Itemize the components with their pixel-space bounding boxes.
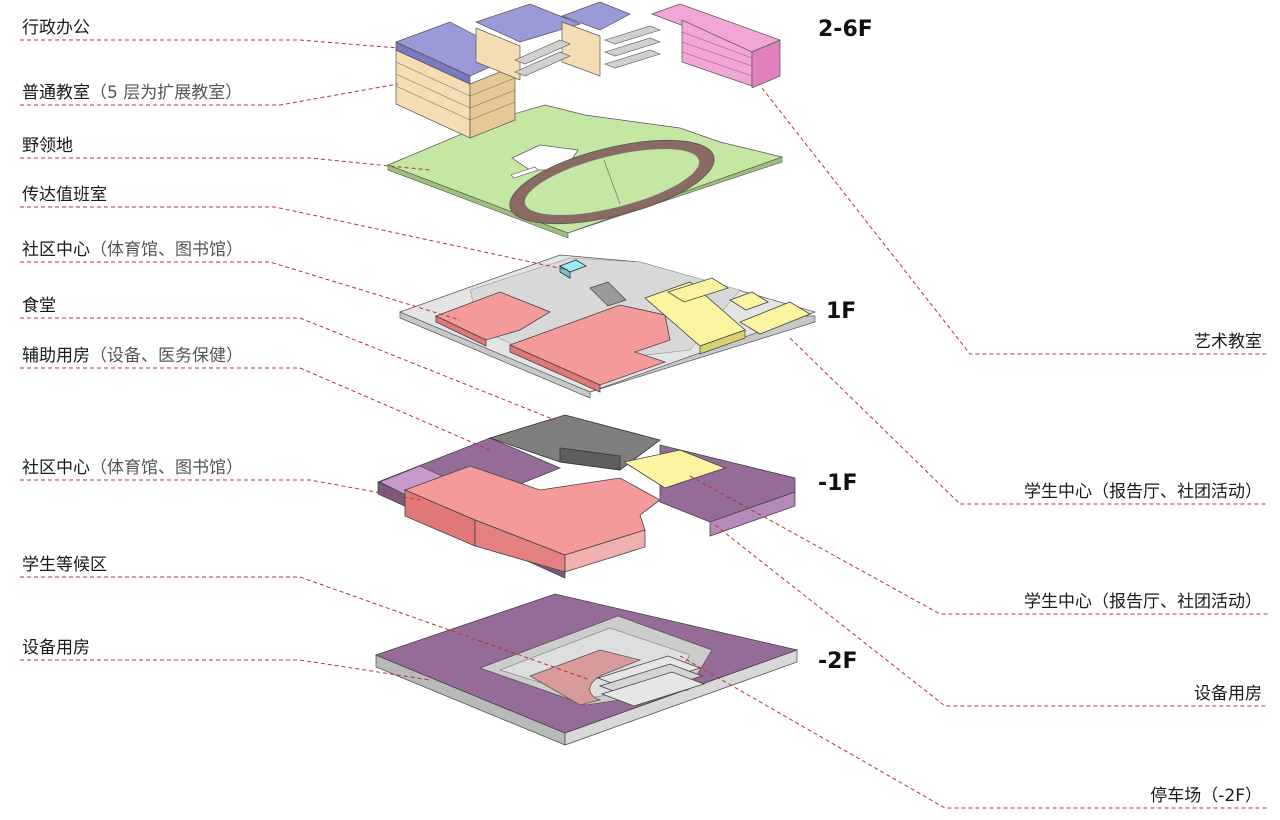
upper-floors-layer bbox=[395, 1, 781, 139]
admin-roof-center bbox=[475, 3, 582, 43]
classroom-center-front bbox=[475, 27, 521, 81]
label-community-b1-main: 社区中心 bbox=[22, 458, 90, 478]
leader-community-1f bbox=[20, 261, 461, 321]
label-community-b1: 社区中心（体育馆、图书馆） bbox=[22, 458, 243, 478]
field-layer bbox=[387, 104, 784, 239]
label-aux: 辅助用房（设备、医务保健） bbox=[22, 346, 243, 366]
floor-label-2-6f: 2-6F bbox=[818, 17, 873, 42]
leader-student-b1 bbox=[689, 475, 1268, 615]
label-art: 艺术教室 bbox=[1194, 332, 1262, 352]
b1-community-side-c bbox=[564, 529, 646, 573]
floor-label-b2: -2F bbox=[818, 649, 858, 674]
floor-label-b1: -1F bbox=[818, 471, 858, 496]
leader-community-b1 bbox=[20, 479, 421, 501]
label-canteen: 食堂 bbox=[22, 296, 56, 316]
label-canteen-main: 食堂 bbox=[22, 296, 56, 316]
leader-waiting bbox=[20, 576, 591, 681]
leader-art bbox=[761, 87, 1268, 355]
label-community-1f: 社区中心（体育馆、图书馆） bbox=[22, 240, 243, 260]
b1-canteen-side bbox=[559, 447, 621, 471]
label-community-b1-sub: （体育馆、图书馆） bbox=[90, 458, 243, 478]
b2-waiting-area bbox=[529, 649, 642, 706]
label-aux-main: 辅助用房 bbox=[22, 346, 90, 366]
right-leader-lines bbox=[679, 87, 1268, 809]
floor-label-1f: 1F bbox=[826, 299, 857, 324]
leader-guard bbox=[20, 206, 569, 271]
label-student-1f: 学生中心（报告厅、社团活动） bbox=[1024, 482, 1262, 502]
label-aux-sub: （设备、医务保健） bbox=[90, 346, 243, 366]
b2-ramp bbox=[596, 655, 706, 707]
b1-aux-right-side bbox=[709, 491, 796, 537]
leader-admin bbox=[20, 39, 399, 49]
label-classroom: 普通教室（5 层为扩展教室） bbox=[22, 83, 242, 103]
connector-bridges bbox=[514, 25, 661, 77]
leader-student-1f bbox=[789, 337, 1268, 505]
label-guard-main: 传达值班室 bbox=[22, 185, 107, 205]
label-classroom-main: 普通教室 bbox=[22, 83, 90, 103]
admin-roof-right bbox=[560, 1, 631, 31]
label-admin: 行政办公 bbox=[22, 18, 90, 38]
label-community-1f-main: 社区中心 bbox=[22, 240, 90, 260]
leader-equipment-b2 bbox=[20, 659, 431, 681]
b1-layer bbox=[376, 414, 796, 579]
label-parking: 停车场（-2F） bbox=[1150, 786, 1262, 806]
label-waiting-main: 学生等候区 bbox=[22, 555, 107, 575]
label-community-1f-sub: （体育馆、图书馆） bbox=[90, 240, 243, 260]
f1-stairs bbox=[589, 281, 627, 307]
label-guard: 传达值班室 bbox=[22, 185, 107, 205]
admin-roof-left-side bbox=[395, 41, 471, 85]
label-field-main: 野领地 bbox=[22, 136, 73, 156]
leader-field bbox=[20, 157, 431, 171]
label-admin-main: 行政办公 bbox=[22, 18, 90, 38]
leader-canteen bbox=[20, 317, 556, 421]
f1-canteen-side bbox=[509, 344, 601, 393]
field-midline bbox=[603, 159, 621, 205]
classroom-floor-lines bbox=[395, 61, 516, 121]
f1-layer bbox=[399, 254, 817, 399]
b1-student-center bbox=[622, 449, 727, 489]
label-equipment-b2-main: 设备用房 bbox=[22, 638, 90, 658]
label-waiting: 学生等候区 bbox=[22, 555, 107, 575]
b2-parking-layer bbox=[374, 593, 799, 746]
f1-student-center bbox=[644, 277, 811, 355]
leader-aux bbox=[20, 367, 491, 451]
classroom-right-front bbox=[561, 21, 601, 77]
label-equipment-b2: 设备用房 bbox=[22, 638, 90, 658]
leader-classroom bbox=[20, 83, 399, 106]
f1-canteen-main bbox=[508, 304, 671, 386]
label-classroom-sub: （5 层为扩展教室） bbox=[90, 83, 243, 103]
field-strip bbox=[510, 166, 539, 179]
leader-equipment-b1 bbox=[714, 524, 1268, 707]
label-field: 野领地 bbox=[22, 136, 73, 156]
f1-community-1-side bbox=[435, 315, 487, 347]
label-equipment-b1: 设备用房 bbox=[1194, 684, 1262, 704]
art-floor-lines bbox=[681, 31, 753, 77]
leader-parking bbox=[679, 655, 1268, 809]
left-leader-lines bbox=[20, 39, 591, 681]
label-student-b1: 学生中心（报告厅、社团活动） bbox=[1024, 592, 1262, 612]
